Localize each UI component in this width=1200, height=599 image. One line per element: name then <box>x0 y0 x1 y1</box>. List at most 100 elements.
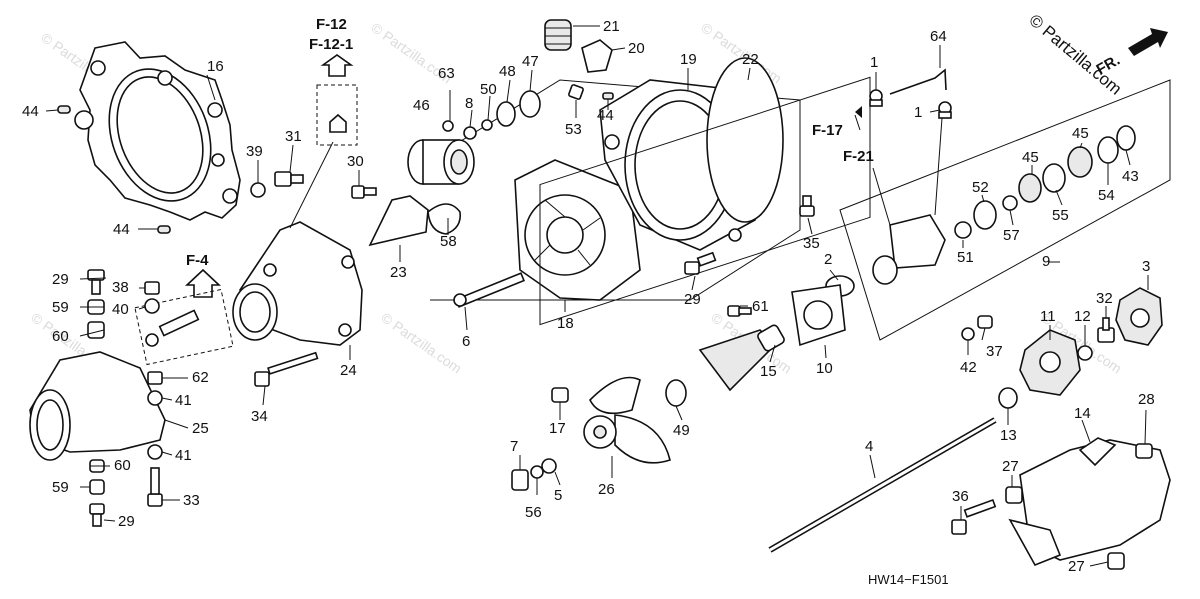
part-29-bolt <box>684 251 717 275</box>
callout-47: 47 <box>522 53 539 70</box>
callout-1: 1 <box>870 54 878 71</box>
callout-33: 33 <box>183 492 200 509</box>
part-53-collar <box>568 84 584 100</box>
callout-60: 60 <box>114 457 131 474</box>
part-37-nut <box>977 315 993 329</box>
callout-1: 1 <box>914 104 922 121</box>
reference-arrow-icon <box>184 268 222 298</box>
callout-10: 10 <box>816 360 833 377</box>
callout-34: 34 <box>251 408 268 425</box>
callout-50: 50 <box>480 81 497 98</box>
callout-38: 38 <box>112 279 129 296</box>
part-47-seal <box>519 90 541 118</box>
part-3-coupler <box>1115 287 1163 346</box>
part-10-cover <box>791 284 846 347</box>
callout-39: 39 <box>246 143 263 160</box>
callout-15: 15 <box>760 363 777 380</box>
part-57-ring <box>1002 195 1018 211</box>
callout-58: 58 <box>440 233 457 250</box>
callout-60: 60 <box>52 328 69 345</box>
part-46-bearing <box>407 139 475 185</box>
part-64-hose <box>889 68 947 95</box>
ref-f12: F-12 <box>316 16 347 33</box>
callout-64: 64 <box>930 28 947 45</box>
assembly-9-bracket <box>839 79 1171 341</box>
ref-f4: F-4 <box>186 252 209 269</box>
part-40-washer <box>144 298 160 314</box>
callout-27: 27 <box>1002 458 1019 475</box>
part-34-bolt <box>254 351 319 387</box>
part-35-bolt <box>799 195 815 217</box>
watermark: © Partzilla.com <box>378 309 464 376</box>
callout-14: 14 <box>1074 405 1091 422</box>
part-21-spring <box>544 19 572 51</box>
part-59-collar <box>89 479 105 495</box>
part-42-washer <box>961 327 975 341</box>
callout-52: 52 <box>972 179 989 196</box>
part-14-shaft-housing <box>1008 437 1171 567</box>
part-41-washer <box>147 390 163 406</box>
assembly-18-bracket <box>429 79 801 301</box>
part-27-bushing <box>1107 552 1125 570</box>
part-22-o-ring <box>706 57 784 223</box>
callout-6: 6 <box>462 333 470 350</box>
callout-54: 54 <box>1098 187 1115 204</box>
callout-44: 44 <box>597 107 614 124</box>
callout-45: 45 <box>1022 149 1039 166</box>
part-32-bolt <box>1097 317 1115 343</box>
part-20-holder <box>581 39 613 73</box>
callout-16: 16 <box>207 58 224 75</box>
part-38-nut <box>144 281 160 295</box>
callout-42: 42 <box>960 359 977 376</box>
callout-55: 55 <box>1052 207 1069 224</box>
part-15-cone <box>698 324 785 392</box>
part-23-cover <box>368 195 429 247</box>
callout-2: 2 <box>824 251 832 268</box>
part-44-pin <box>602 92 614 100</box>
part-29-bolt <box>87 269 105 295</box>
part-1-clamp <box>869 89 883 107</box>
part-7-sleeve <box>511 469 529 491</box>
callout-5: 5 <box>554 487 562 504</box>
part-45-bearing <box>1018 173 1042 203</box>
part-6-shaft <box>453 272 525 308</box>
callout-20: 20 <box>628 40 645 57</box>
callout-62: 62 <box>192 369 209 386</box>
callout-29: 29 <box>52 271 69 288</box>
part-30-bolt <box>351 185 377 199</box>
part-54-seal <box>1097 136 1119 164</box>
callout-19: 19 <box>680 51 697 68</box>
callout-41: 41 <box>175 392 192 409</box>
part-5-nut <box>541 458 557 474</box>
part-13-seal <box>998 387 1018 409</box>
callout-9: 9 <box>1042 253 1050 270</box>
part-58-gasket <box>427 203 462 235</box>
reference-labels: F-12 F-12-1 F-4 F-17 F-21 <box>186 16 874 269</box>
callout-24: 24 <box>340 362 357 379</box>
callout-63: 63 <box>438 65 455 82</box>
callout-41: 41 <box>175 447 192 464</box>
leader-lines <box>45 25 1149 567</box>
part-27-bushing <box>1005 486 1023 504</box>
callout-46: 46 <box>413 97 430 114</box>
callout-23: 23 <box>390 264 407 281</box>
callout-30: 30 <box>347 153 364 170</box>
part-8-washer <box>463 126 477 140</box>
callout-18: 18 <box>557 315 574 332</box>
callout-35: 35 <box>803 235 820 252</box>
part-36-bolt <box>951 498 997 535</box>
diagram-code: HW14−F1501 <box>868 572 949 587</box>
part-43-ring <box>1116 125 1136 151</box>
part-25-nozzle <box>29 351 166 461</box>
assembly-26-bracket <box>539 76 871 326</box>
callout-44: 44 <box>113 221 130 238</box>
callout-48: 48 <box>499 63 516 80</box>
callout-13: 13 <box>1000 427 1017 444</box>
ref-f12-1: F-12-1 <box>309 36 353 53</box>
part-39-washer <box>250 182 266 198</box>
part-31-bolt <box>274 171 304 187</box>
part-26-impeller <box>583 376 671 464</box>
part-45-bearing <box>1067 146 1093 178</box>
callout-53: 53 <box>565 121 582 138</box>
